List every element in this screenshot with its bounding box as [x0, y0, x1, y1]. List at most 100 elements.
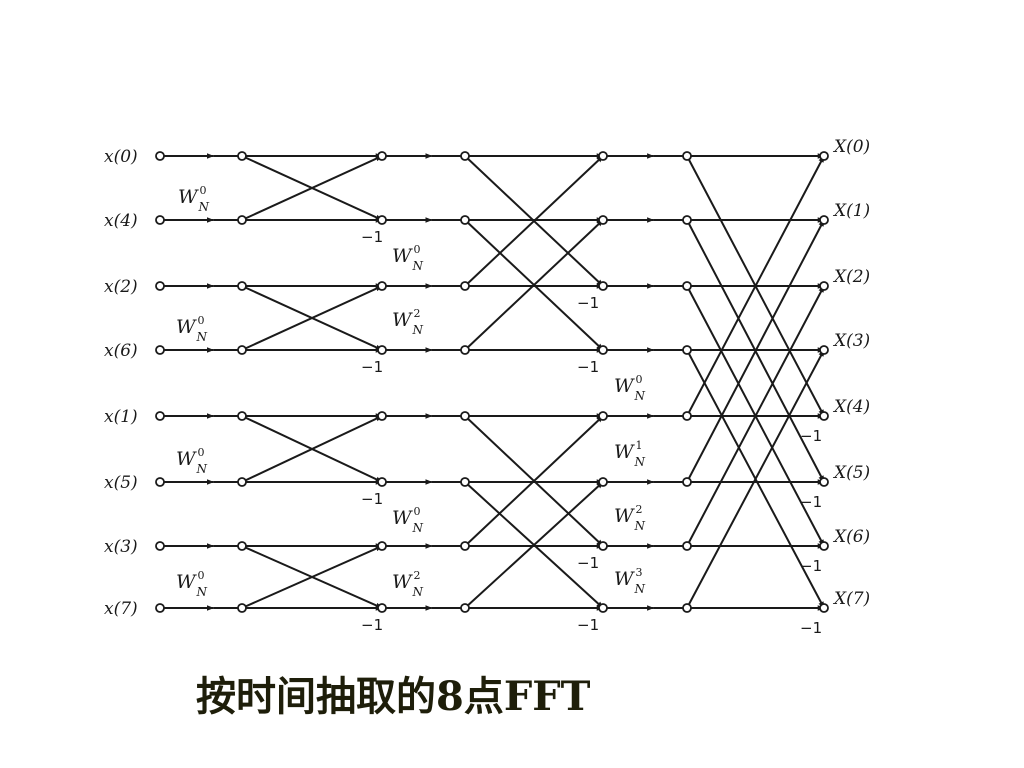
output-label-5: X(5): [832, 463, 870, 483]
node-c2-r5: [377, 477, 387, 487]
stage1-cross-3-2: [241, 285, 383, 351]
input-label-4: x(1): [104, 407, 138, 427]
node-c0-r5: [155, 477, 165, 487]
node-c6-r6: [819, 541, 829, 551]
node-c5-r6: [682, 541, 692, 551]
node-c2-r6: [377, 541, 387, 551]
stage3-cross-6-2: [686, 285, 825, 547]
node-c3-r1: [460, 215, 470, 225]
node-c2-r3: [377, 345, 387, 355]
stage3-neg-2: −1: [800, 557, 822, 575]
node-c6-r3: [819, 345, 829, 355]
stage1-cross-1-0: [241, 155, 383, 221]
output-label-4: X(4): [832, 397, 870, 417]
node-c5-r2: [682, 281, 692, 291]
output-label-1: X(1): [832, 201, 870, 221]
node-c1-r4: [237, 411, 247, 421]
node-c4-r3: [598, 345, 608, 355]
node-c5-r1: [682, 215, 692, 225]
node-c0-r2: [155, 281, 165, 291]
stage2-neg-3: −1: [577, 616, 599, 634]
node-c1-r5: [237, 477, 247, 487]
node-c4-r6: [598, 541, 608, 551]
input-label-3: x(6): [104, 341, 138, 361]
node-c6-r0: [819, 151, 829, 161]
node-c1-r7: [237, 603, 247, 613]
stage2-neg-2: −1: [577, 554, 599, 572]
node-c6-r1: [819, 215, 829, 225]
node-c1-r6: [237, 541, 247, 551]
node-c4-r7: [598, 603, 608, 613]
node-c2-r7: [377, 603, 387, 613]
node-c1-r3: [237, 345, 247, 355]
stage1-neg-1: −1: [361, 358, 383, 376]
node-c6-r2: [819, 281, 829, 291]
node-c3-r5: [460, 477, 470, 487]
node-c3-r4: [460, 411, 470, 421]
node-c3-r3: [460, 345, 470, 355]
signal-flow-edges: [160, 153, 825, 611]
input-label-5: x(5): [104, 473, 138, 493]
node-c5-r4: [682, 411, 692, 421]
node-c0-r3: [155, 345, 165, 355]
node-c5-r0: [682, 151, 692, 161]
input-label-6: x(3): [104, 537, 138, 557]
stage1-neg-3: −1: [361, 616, 383, 634]
stage2-cross-6-4: [464, 415, 604, 547]
node-c1-r1: [237, 215, 247, 225]
signal-flow-nodes: [155, 151, 829, 613]
stage1-cross-5-4: [241, 415, 383, 483]
node-c6-r4: [819, 411, 829, 421]
node-c3-r6: [460, 541, 470, 551]
node-c0-r4: [155, 411, 165, 421]
node-c4-r4: [598, 411, 608, 421]
output-label-6: X(6): [832, 527, 870, 547]
node-c1-r0: [237, 151, 247, 161]
stage1-neg-2: −1: [361, 490, 383, 508]
node-c2-r4: [377, 411, 387, 421]
output-label-3: X(3): [832, 331, 870, 351]
stage1-neg-0: −1: [361, 228, 383, 246]
stage2-cross-2-0: [464, 155, 604, 287]
stage2-cross-3-1: [464, 219, 604, 351]
slide-caption: 按时间抽取的8点FFT: [196, 673, 591, 720]
node-c5-r7: [682, 603, 692, 613]
node-c4-r2: [598, 281, 608, 291]
node-c3-r7: [460, 603, 470, 613]
node-c0-r7: [155, 603, 165, 613]
node-c0-r0: [155, 151, 165, 161]
node-c5-r5: [682, 477, 692, 487]
node-c2-r2: [377, 281, 387, 291]
node-c3-r0: [460, 151, 470, 161]
stage1-cross-7-6: [241, 545, 383, 609]
input-label-0: x(0): [104, 147, 138, 167]
stage3-neg-1: −1: [800, 493, 822, 511]
node-c4-r1: [598, 215, 608, 225]
node-c6-r5: [819, 477, 829, 487]
output-label-7: X(7): [832, 589, 870, 609]
stage3-neg-0: −1: [800, 427, 822, 445]
node-c4-r0: [598, 151, 608, 161]
node-c0-r1: [155, 215, 165, 225]
stage2-neg-0: −1: [577, 294, 599, 312]
input-label-1: x(4): [104, 211, 138, 231]
node-c3-r2: [460, 281, 470, 291]
stage3-cross-7-3: [686, 349, 825, 609]
output-label-0: X(0): [832, 137, 870, 157]
input-label-2: x(2): [104, 277, 138, 297]
output-label-2: X(2): [832, 267, 870, 287]
node-c4-r5: [598, 477, 608, 487]
